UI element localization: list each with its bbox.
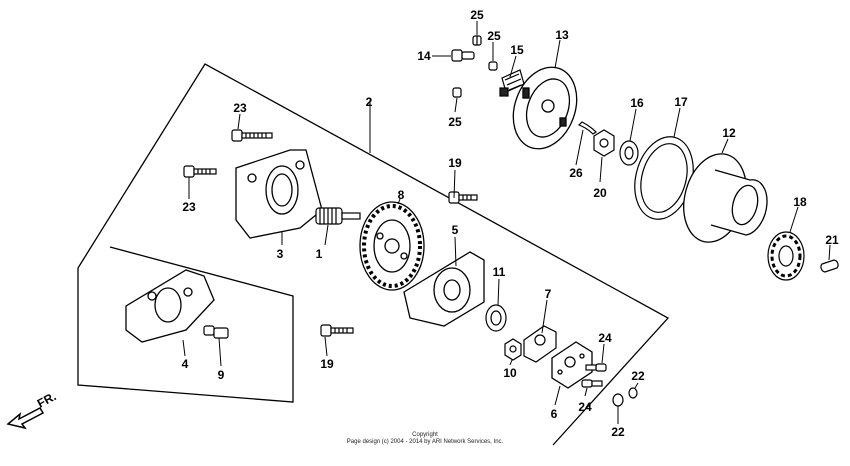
pump-housing-12 [683,153,768,243]
gear-18 [767,231,805,281]
part-label: 4 [182,357,189,371]
part-label: 17 [674,95,688,109]
part-label: 25 [448,115,462,129]
screw-25-mid [488,61,498,71]
shaft-1 [315,207,361,225]
part-label: 12 [722,126,736,140]
key-21 [820,259,839,273]
screw-25-lower [452,87,462,98]
pump-cover-4 [125,269,215,343]
nut-10 [504,338,522,361]
bolt-14 [451,49,475,62]
gasket-7 [523,325,557,363]
bolt-23-lower [183,165,217,178]
part-label: 6 [551,407,558,421]
part-label: 24 [598,331,612,345]
plate-6 [551,341,593,389]
screw-24-upper [585,363,607,372]
screw-24-lower [581,379,603,388]
fitting-9 [203,325,229,339]
part-label: 21 [825,233,839,247]
part-label: 26 [569,166,583,180]
part-label: 16 [630,96,644,110]
part-label: 19 [320,357,334,371]
part-label: 20 [593,186,607,200]
part-label: 5 [452,223,459,237]
front-label: FR. [35,389,59,410]
front-direction-arrow: FR. [6,389,59,430]
part-label: 11 [493,265,506,279]
part-label: 7 [545,287,552,301]
part-label: 24 [578,400,592,414]
part-label: 14 [417,49,431,63]
part-label: 8 [398,188,405,202]
bolt-23-upper [231,129,273,142]
screw-25-top [472,35,482,46]
part-label: 25 [487,29,501,43]
part-label: 22 [611,425,625,439]
copyright-line-1: Copyright [412,432,438,438]
part-label: 15 [510,43,524,57]
part-label: 22 [631,369,645,383]
part-labels: 1 2 3 4 5 6 7 8 9 10 11 12 13 14 15 16 1… [182,8,839,439]
bolt-19-lower [320,324,354,337]
pin-26 [577,121,597,135]
part-label: 23 [233,101,247,115]
pump-cover-13 [512,66,578,150]
part-label: 3 [277,247,284,261]
o-ring-22-right [628,387,638,399]
part-label: 2 [366,95,373,109]
copyright-line-2: Page design (c) 2004 - 2014 by ARI Netwo… [346,439,504,445]
part-label: 25 [470,8,484,22]
arrow-icon [6,407,45,430]
part-label: 9 [218,368,225,382]
o-ring-22-left [612,393,624,407]
driven-gear-8 [359,201,425,291]
washer-16 [619,140,639,166]
relief-valve-15 [499,69,525,97]
part-label: 10 [503,366,517,380]
bearing-11 [485,304,507,332]
part-label: 19 [448,156,462,170]
pump-body-3 [235,149,323,239]
part-label: 18 [793,195,807,209]
bolt-19-upper [448,191,478,204]
nut-20 [593,129,615,157]
leader-lines [182,21,831,424]
part-label: 1 [316,247,323,261]
assembly-outline [77,63,670,446]
part-label: 23 [182,200,196,214]
pump-housing-5 [403,251,485,327]
part-label: 13 [555,28,569,42]
